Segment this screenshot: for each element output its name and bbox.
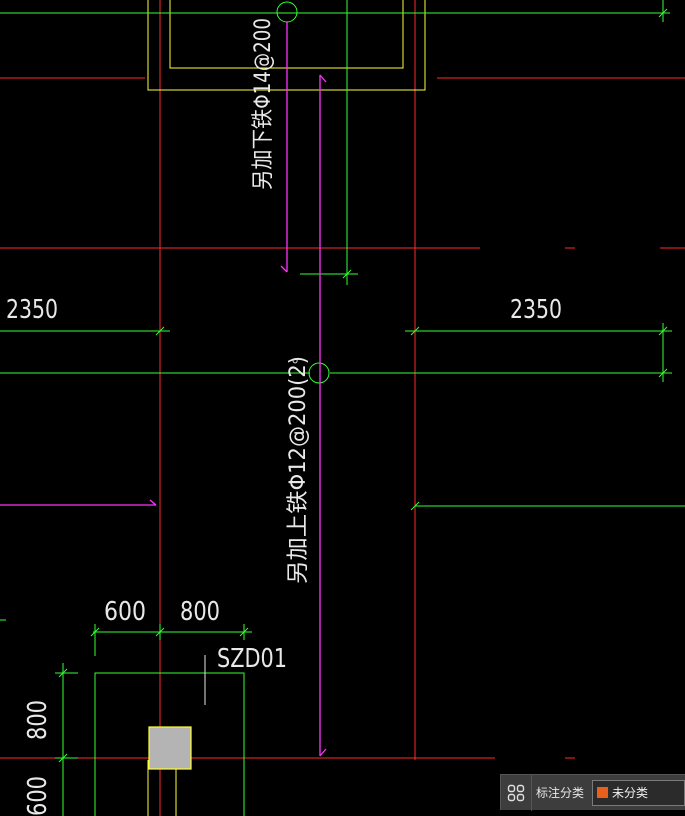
column-rect[interactable] bbox=[148, 726, 192, 770]
dim-800-text: 800 bbox=[180, 597, 220, 627]
dim-top-right-text: 2350 bbox=[510, 295, 562, 325]
axis-bubble[interactable] bbox=[308, 362, 330, 384]
bottom-rebar-note: 另加下铁Φ14@200 bbox=[251, 18, 276, 190]
category-selected-value: 未分类 bbox=[612, 786, 649, 800]
grid-icon[interactable] bbox=[501, 775, 531, 811]
category-label: 标注分类 bbox=[531, 774, 590, 811]
dim-600-text: 600 bbox=[104, 597, 146, 627]
category-select[interactable]: 未分类 bbox=[592, 779, 685, 806]
rebar-lines[interactable] bbox=[0, 22, 327, 757]
dim-600-vertical-text: 600 bbox=[23, 776, 53, 816]
annotation-category-panel: 标注分类 未分类 bbox=[500, 774, 685, 811]
szd-label-text: SZD01 bbox=[217, 644, 287, 674]
dim-800-vertical-text: 800 bbox=[23, 700, 53, 740]
dimension-ticks bbox=[58, 8, 668, 763]
dim-top-left-text: 2350 bbox=[6, 295, 58, 325]
category-color-swatch bbox=[597, 787, 609, 798]
degree-mark: 。 bbox=[292, 347, 308, 366]
top-rebar-note: 另加上铁Φ12@200(2) bbox=[286, 356, 311, 584]
